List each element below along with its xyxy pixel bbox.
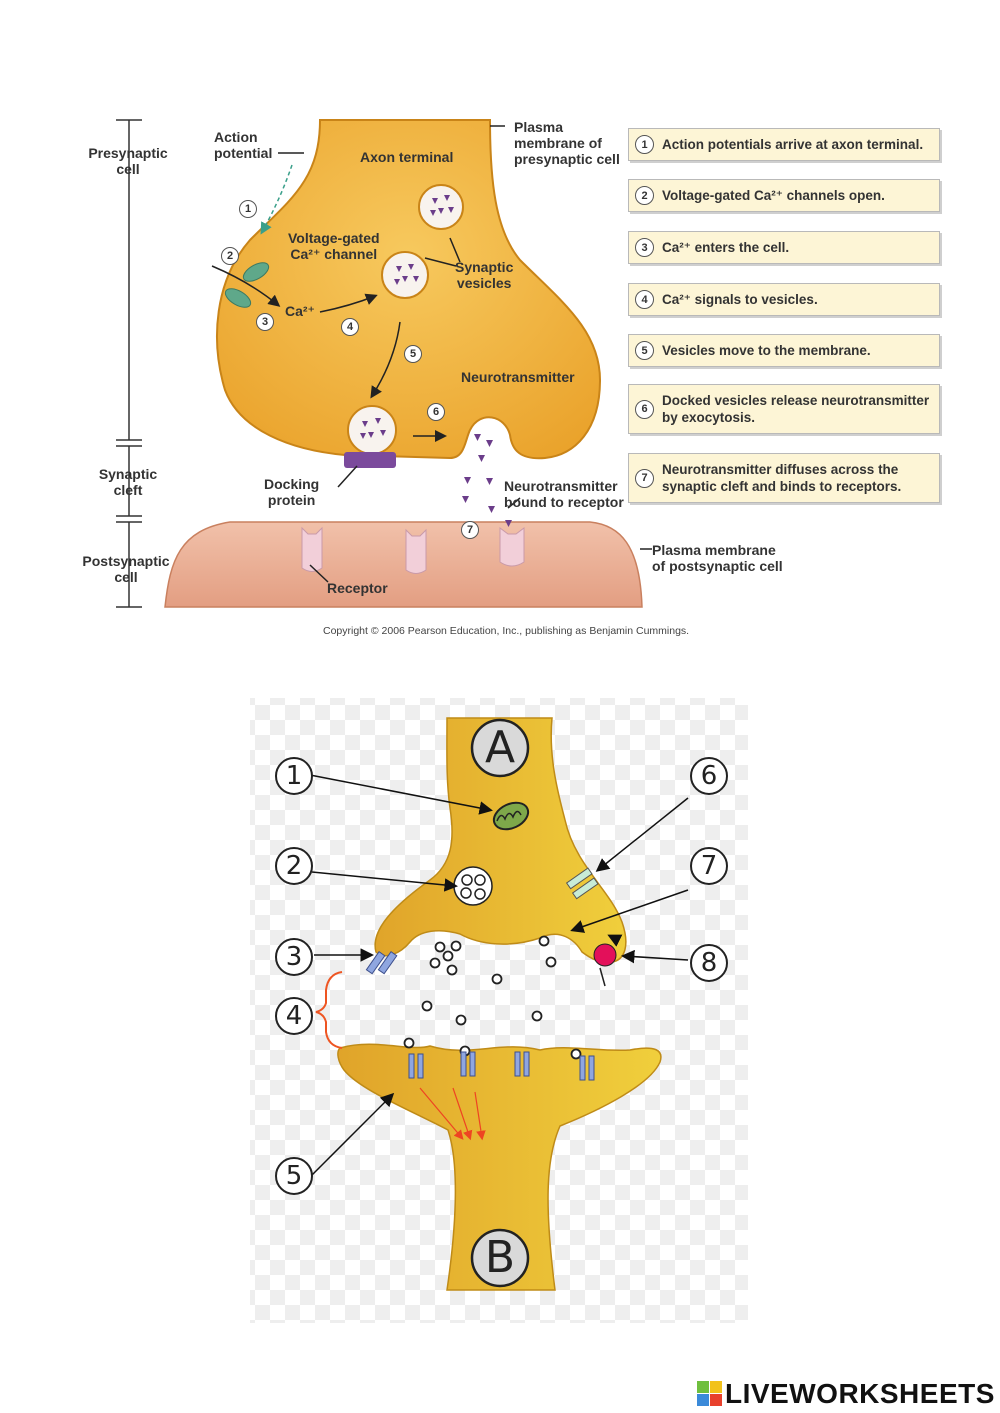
step-box-4: 4 Ca²⁺ signals to vesicles. [628,283,940,316]
cell-region-bracket [116,119,142,608]
synapse-diagram-bottom [250,698,748,1323]
diagram-step-4: 4 [341,318,359,336]
diagram-step-3: 3 [256,313,274,331]
step-number: 6 [635,399,654,419]
postsynaptic-cell [164,521,643,608]
docking-protein-label: Docking protein [264,476,320,508]
step-text: Docked vesicles release neurotransmitter… [662,393,930,425]
marker-7[interactable]: 7 [690,847,728,885]
marker-4[interactable]: 4 [275,997,313,1035]
marker-8[interactable]: 8 [690,944,728,982]
voltage-gated-label: Voltage-gated Ca²⁺ channel [288,230,380,262]
step-box-7: 7 Neurotransmitter diffuses across the s… [628,453,940,503]
step-text: Neurotransmitter diffuses across the syn… [662,462,902,494]
postsynaptic-label: Postsynaptic cell [82,553,170,585]
step-number: 1 [635,135,654,154]
marker-3[interactable]: 3 [275,938,313,976]
diagram-step-6: 6 [427,403,445,421]
neurotransmitter-label: Neurotransmitter [461,369,575,385]
step-text: Vesicles move to the membrane. [662,343,871,358]
signal-arrows [419,1087,486,1141]
step-number: 4 [635,290,654,309]
marker-1[interactable]: 1 [275,757,313,795]
docking-protein [344,452,396,468]
step-text: Ca²⁺ signals to vesicles. [662,292,818,307]
synaptic-vesicles-label: Synaptic vesicles [455,259,514,291]
pump-arrows [600,936,618,987]
presynaptic-cell-a [374,717,627,964]
step-box-5: 5 Vesicles move to the membrane. [628,334,940,367]
plasma-membrane-pre-label: Plasma membrane of presynaptic cell [514,119,620,167]
cell-a-badge [470,718,530,778]
logo-icon [697,1381,722,1406]
mitochondrion [492,801,530,831]
diagram-step-7: 7 [461,521,479,539]
step-box-3: 3 Ca²⁺ enters the cell. [628,231,940,264]
axon-terminal-label: Axon terminal [360,149,454,165]
process-arrows [211,125,652,583]
step-box-1: 1 Action potentials arrive at axon termi… [628,128,940,161]
step-box-2: 2 Voltage-gated Ca²⁺ channels open. [628,179,940,212]
marker-5[interactable]: 5 [275,1157,313,1195]
marker-2[interactable]: 2 [275,847,313,885]
step-text: Ca²⁺ enters the cell. [662,240,790,255]
nt-bound-label: Neurotransmitter bound to receptor [504,478,624,510]
step-text: Action potentials arrive at axon termina… [662,137,924,152]
neurotransmitter-molecules [360,195,512,527]
presynaptic-label: Presynaptic cell [88,145,168,177]
action-potential-label: Action potential [214,129,273,161]
step-number: 3 [635,238,654,257]
marker-6[interactable]: 6 [690,757,728,795]
cell-b-badge [470,1228,530,1288]
green-channel [565,867,599,900]
neurotransmitter-dots [403,935,582,1060]
synaptic-vesicle [347,184,464,455]
logo-text: LIVEWORKSHEETS [725,1378,995,1409]
diagram-step-2: 2 [221,247,239,265]
cell-a-label: A [484,722,516,773]
plasma-membrane-post-label: Plasma membrane of postsynaptic cell [652,542,783,574]
action-potential-arrow [260,164,293,235]
ca-ion-label: Ca²⁺ [285,303,315,319]
synapse-diagram-top [116,119,652,608]
pump-protein [593,943,617,967]
postsynaptic-receptors [408,1051,595,1081]
step-number: 5 [635,341,654,360]
receptor-label: Receptor [327,580,388,596]
step-number: 7 [635,468,654,488]
synaptic-cleft-label: Synaptic cleft [98,466,158,498]
cell-b-label: B [484,1232,516,1283]
liveworksheets-logo: LIVEWORKSHEETS [697,1378,995,1410]
step-box-6: 6 Docked vesicles release neurotransmitt… [628,384,940,434]
pointer-arrows [309,774,689,1176]
copyright-text: Copyright © 2006 Pearson Education, Inc.… [323,625,690,637]
cleft-brace [315,971,343,1049]
calcium-channel [224,262,270,308]
step-text: Voltage-gated Ca²⁺ channels open. [662,188,885,203]
vesicle-cluster [453,866,493,906]
postsynaptic-cell-b [337,1043,662,1291]
diagram-step-5: 5 [404,345,422,363]
step-number: 2 [635,186,654,205]
diagram-step-1: 1 [239,200,257,218]
